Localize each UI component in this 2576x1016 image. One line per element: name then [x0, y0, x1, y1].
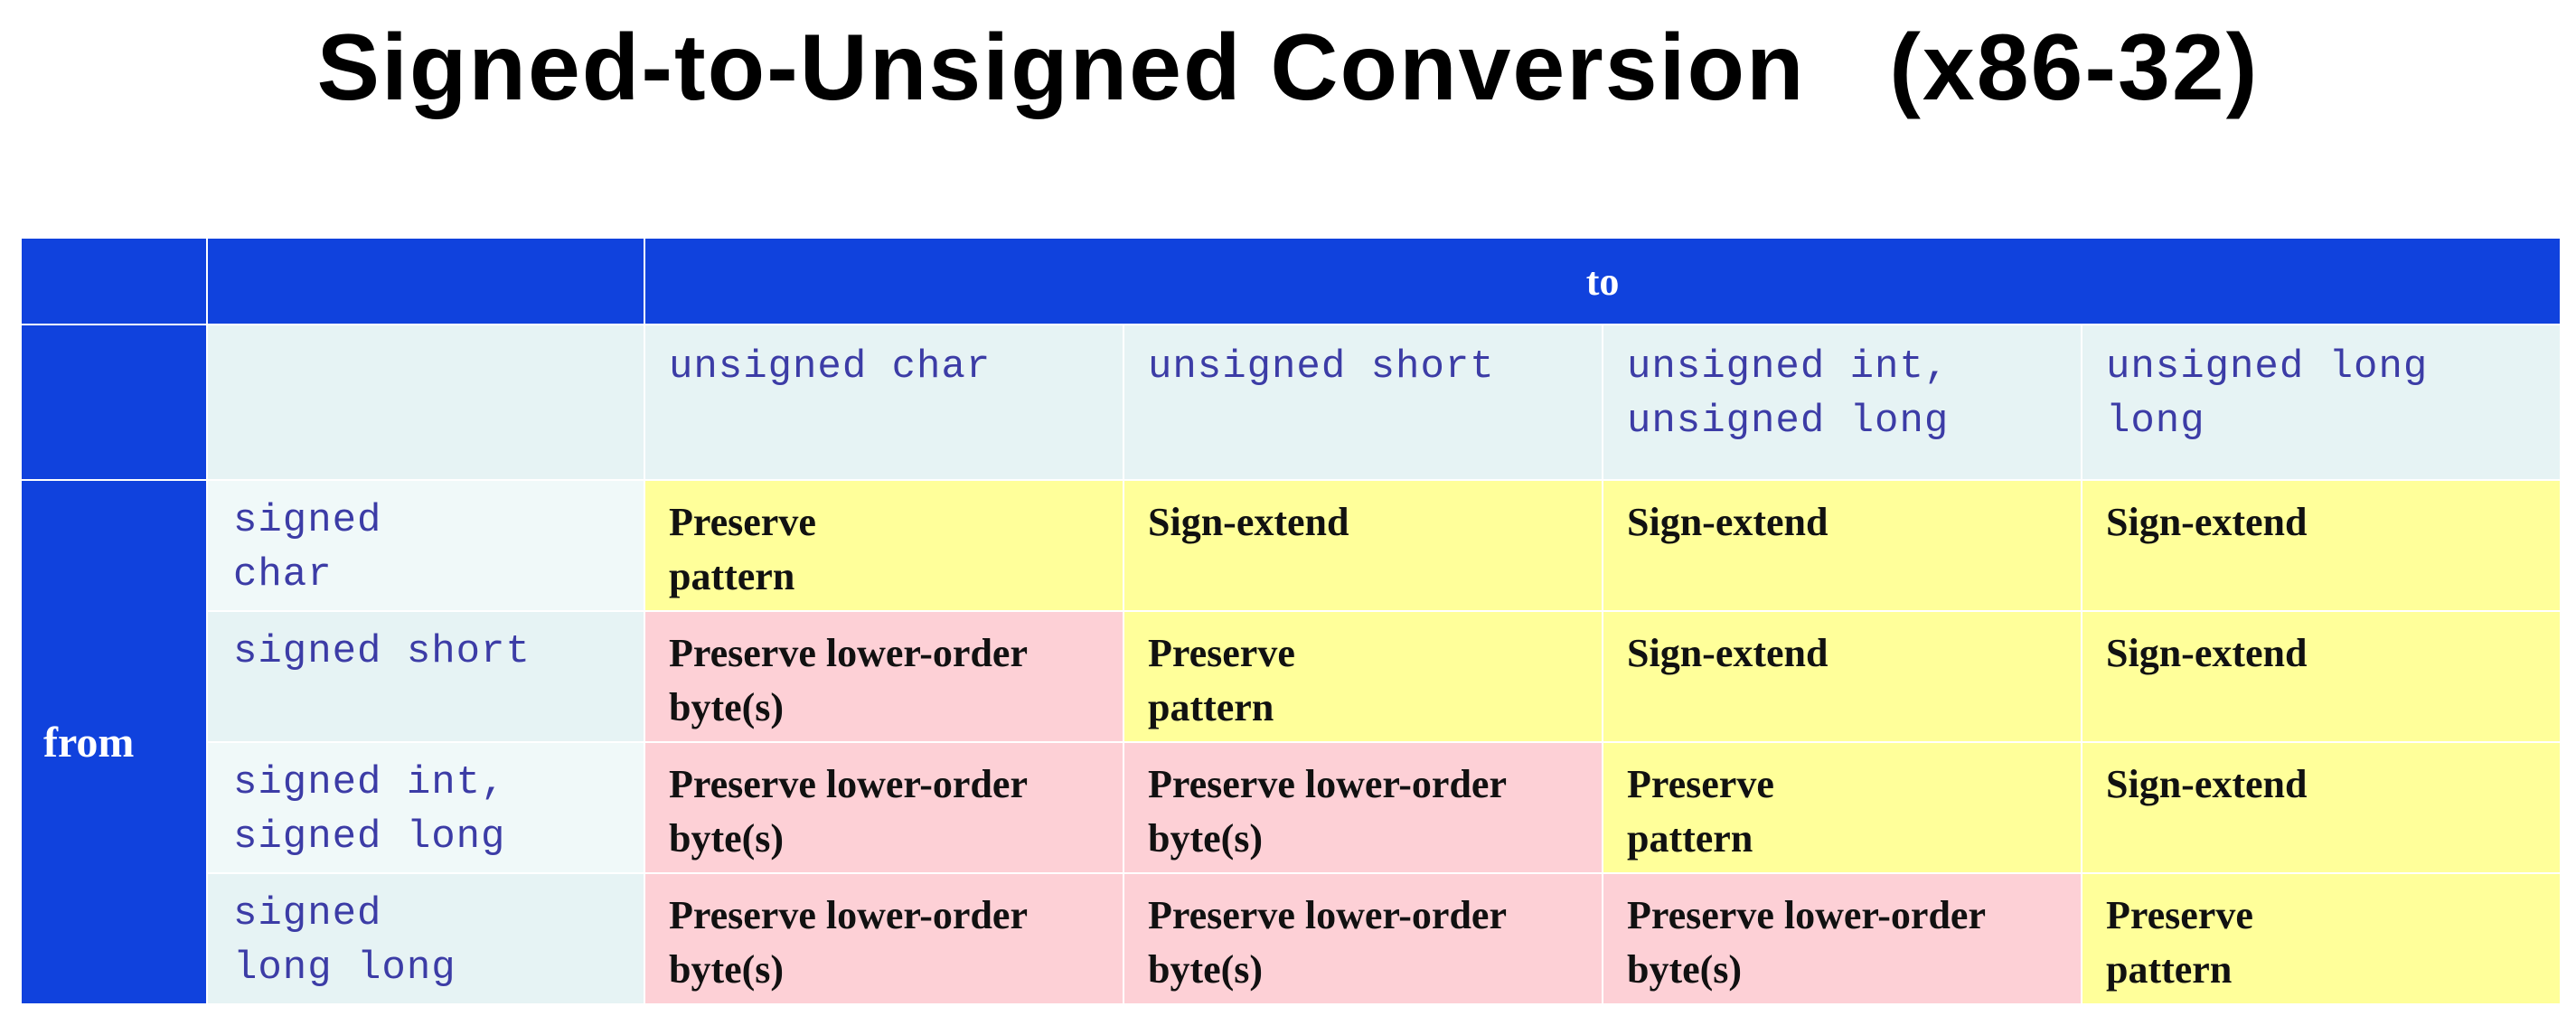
- conversion-text: Preserve lower-order byte(s): [669, 631, 1028, 729]
- conversion-text: Sign-extend: [1627, 631, 1829, 675]
- row-header-label: signed long long: [233, 891, 456, 991]
- conversion-cell: Sign-extend: [1123, 479, 1603, 612]
- conversion-text: Preserve lower-order byte(s): [669, 893, 1028, 992]
- title-arch: (x86-32): [1889, 15, 2260, 120]
- row-header-label: signed char: [233, 498, 382, 597]
- conversion-cell: Sign-extend: [2080, 610, 2562, 743]
- conversion-text: Preserve pattern: [1148, 631, 1295, 729]
- conversion-cell: Sign-extend: [2080, 479, 2562, 612]
- row-header: signed int, signed long: [206, 741, 645, 874]
- conversion-text: Sign-extend: [1627, 500, 1829, 544]
- table-row: signed long long Preserve lower-order by…: [21, 872, 2562, 1005]
- conversion-cell: Sign-extend: [2080, 741, 2562, 874]
- column-header-label: unsigned int, unsigned long: [1627, 344, 1950, 444]
- conversion-text: Preserve pattern: [669, 500, 816, 598]
- page-title: Signed-to-Unsigned Conversion (x86-32): [0, 9, 2576, 127]
- column-header-row: unsigned char unsigned short unsigned in…: [20, 324, 2562, 481]
- conversion-cell: Preserve lower-order byte(s): [644, 741, 1124, 874]
- conversion-cell: Preserve pattern: [1602, 741, 2082, 874]
- conversion-text: Preserve lower-order byte(s): [669, 762, 1028, 861]
- header-corner-left: [20, 237, 208, 325]
- row-header: signed short: [206, 610, 645, 743]
- column-header-label: unsigned short: [1148, 344, 1495, 390]
- table-row: signed int, signed long Preserve lower-o…: [21, 741, 2562, 874]
- from-header: from: [20, 479, 208, 1005]
- title-main: Signed-to-Unsigned Conversion: [316, 15, 1806, 120]
- conversion-cell: Preserve lower-order byte(s): [1123, 741, 1603, 874]
- header-corner-right: [206, 237, 645, 325]
- table-row: signed short Preserve lower-order byte(s…: [21, 610, 2562, 743]
- conversion-text: Preserve lower-order byte(s): [1148, 762, 1507, 861]
- conversion-cell: Preserve lower-order byte(s): [644, 610, 1124, 743]
- column-header-corner: [206, 324, 645, 481]
- column-header-label: unsigned long long: [2106, 344, 2429, 444]
- column-header-unsigned-int-long: unsigned int, unsigned long: [1602, 324, 2082, 481]
- column-header-unsigned-short: unsigned short: [1123, 324, 1603, 481]
- table-header-row: to: [20, 237, 2562, 325]
- conversion-text: Sign-extend: [2106, 762, 2308, 806]
- conversion-cell: Preserve lower-order byte(s): [644, 872, 1124, 1005]
- conversion-text: Sign-extend: [1148, 500, 1349, 544]
- conversion-table: to unsigned char unsigned short unsigned…: [20, 237, 2562, 1005]
- column-header-label: unsigned char: [669, 344, 992, 390]
- column-header-unsigned-char: unsigned char: [644, 324, 1124, 481]
- from-spacer: [20, 324, 208, 481]
- conversion-cell: Preserve pattern: [2080, 872, 2562, 1005]
- conversion-cell: Sign-extend: [1602, 610, 2082, 743]
- table-row: from signed char Preserve pattern Sign-e…: [20, 479, 2562, 1005]
- conversion-text: Preserve lower-order byte(s): [1627, 893, 1986, 992]
- row-header-label: signed int, signed long: [233, 760, 506, 860]
- conversion-cell: Sign-extend: [1602, 479, 2082, 612]
- conversion-cell: Preserve lower-order byte(s): [1602, 872, 2082, 1005]
- row-header: signed char: [206, 479, 645, 612]
- conversion-cell: Preserve lower-order byte(s): [1123, 872, 1603, 1005]
- conversion-text: Preserve lower-order byte(s): [1148, 893, 1507, 992]
- conversion-text: Preserve pattern: [2106, 893, 2253, 992]
- conversion-cell: Preserve pattern: [644, 479, 1124, 612]
- row-header: signed long long: [206, 872, 645, 1005]
- conversion-text: Preserve pattern: [1627, 762, 1774, 861]
- column-header-unsigned-long-long: unsigned long long: [2080, 324, 2562, 481]
- conversion-text: Sign-extend: [2106, 500, 2308, 544]
- title-gap: [1806, 15, 1890, 120]
- conversion-cell: Preserve pattern: [1123, 610, 1603, 743]
- to-header: to: [643, 237, 2562, 325]
- row-header-label: signed short: [233, 629, 531, 674]
- conversion-text: Sign-extend: [2106, 631, 2308, 675]
